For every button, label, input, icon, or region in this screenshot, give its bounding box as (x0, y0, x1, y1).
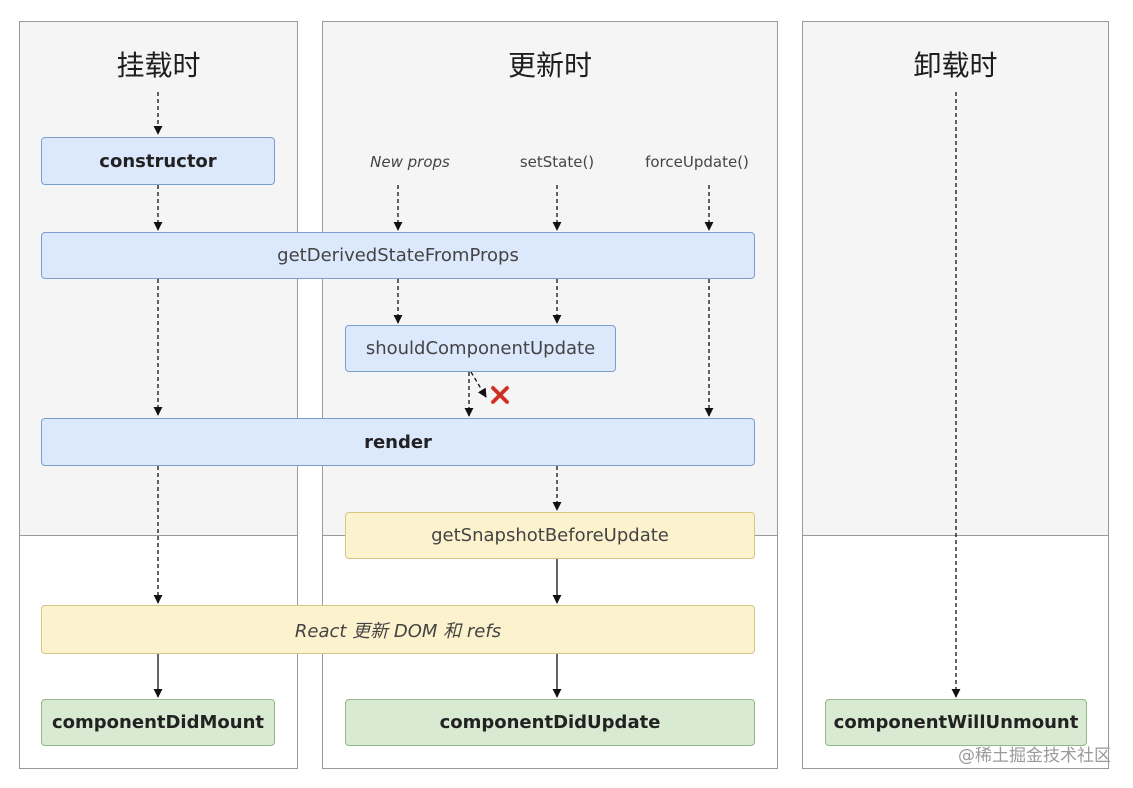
constructor-node: constructor (41, 137, 275, 185)
should-component-update-node: shouldComponentUpdate (345, 325, 616, 372)
component-will-unmount-node: componentWillUnmount (825, 699, 1087, 746)
mount-column-title: 挂载时 (116, 49, 201, 82)
trigger-force-update: forceUpdate() (645, 153, 749, 171)
phase-divider-mount (19, 535, 298, 536)
component-did-update-node: componentDidUpdate (345, 699, 755, 746)
unmount-column-title: 卸载时 (913, 49, 998, 82)
get-snapshot-before-update-node: getSnapshotBeforeUpdate (345, 512, 755, 559)
update-column-title: 更新时 (507, 49, 592, 82)
component-did-mount-node: componentDidMount (41, 699, 275, 746)
watermark: @稀土掘金技术社区 (958, 746, 1111, 766)
trigger-new-props: New props (370, 153, 450, 171)
trigger-set-state: setState() (519, 153, 595, 171)
arrow-scu-to-cancel (470, 371, 487, 398)
render-node: render (41, 418, 755, 466)
cancel-x-icon (491, 386, 509, 404)
react-updates-dom-node: React 更新 DOM 和 refs (41, 605, 755, 654)
get-derived-state-from-props-node: getDerivedStateFromProps (41, 232, 755, 279)
